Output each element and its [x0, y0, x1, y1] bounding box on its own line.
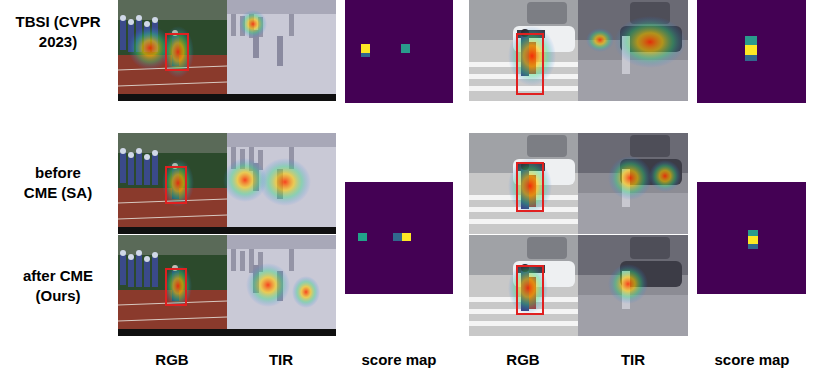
row-label: TBSI (CVPR 2023)	[3, 12, 113, 53]
column-label: RGB	[473, 350, 573, 370]
row-label: before CME (SA)	[22, 163, 94, 204]
row-label: after CME (Ours)	[22, 266, 94, 307]
column-label: RGB	[122, 350, 222, 370]
column-label: score map	[349, 350, 449, 370]
column-label: TIR	[583, 350, 683, 370]
column-label: TIR	[231, 350, 331, 370]
column-label: score map	[702, 350, 802, 370]
